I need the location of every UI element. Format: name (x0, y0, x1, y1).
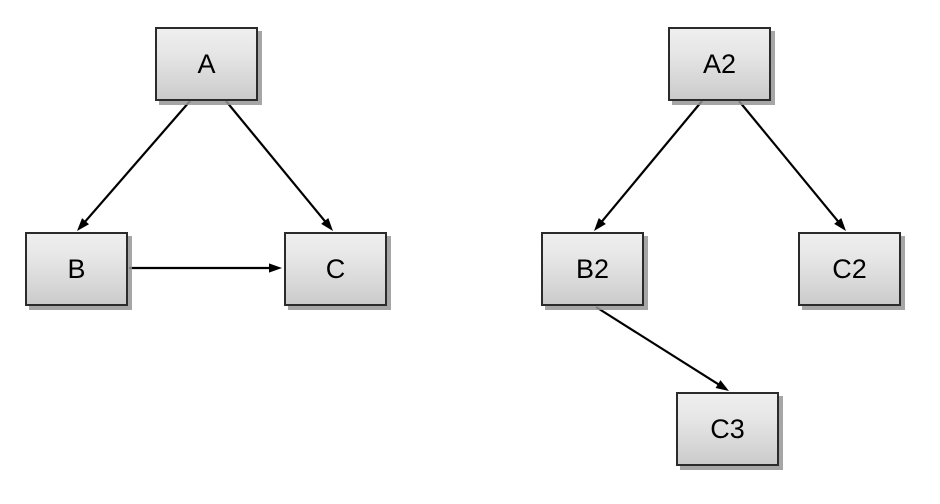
edge-line-A-B (82, 100, 191, 225)
arrowhead-A2-C2 (834, 218, 846, 231)
node-C3[interactable]: C3 (676, 392, 779, 466)
edge-line-B2-C3 (595, 306, 722, 388)
node-label-C3: C3 (710, 413, 745, 444)
node-label-C: C (325, 253, 346, 284)
edge-line-A2-C2 (738, 100, 842, 225)
node-label-A2: A2 (702, 48, 737, 79)
node-A[interactable]: A (155, 27, 258, 101)
node-label-B: B (67, 253, 86, 284)
node-label-C2: C2 (832, 253, 867, 284)
node-label-B2: B2 (575, 253, 610, 284)
node-B2[interactable]: B2 (541, 232, 644, 306)
edge-line-A2-B2 (598, 100, 703, 225)
node-B[interactable]: B (25, 232, 128, 306)
arrowhead-A-C (321, 218, 333, 231)
node-A2[interactable]: A2 (668, 27, 771, 101)
edge-line-A-C (225, 100, 329, 225)
arrowhead-A-B (77, 218, 90, 231)
arrowhead-B2-C3 (715, 380, 729, 391)
node-label-A: A (197, 48, 216, 79)
node-C[interactable]: C (284, 232, 387, 306)
arrowhead-A2-B2 (594, 218, 606, 231)
arrowhead-B-C (269, 263, 282, 273)
node-C2[interactable]: C2 (798, 232, 901, 306)
